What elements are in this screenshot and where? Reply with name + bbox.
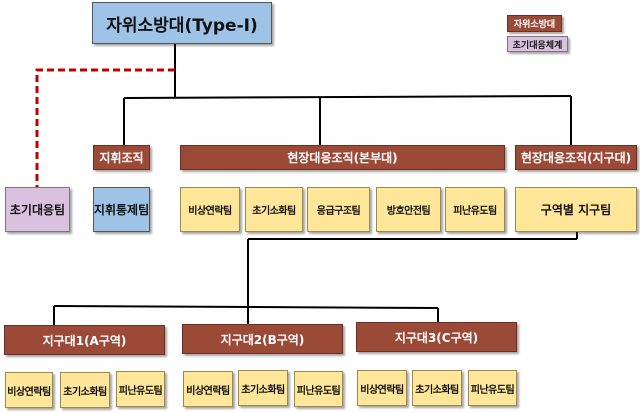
command-team-label: 지휘통제팀: [93, 203, 150, 217]
team-label: 방호안전팀: [386, 206, 431, 217]
sub-team-box: 피난유도팀: [116, 371, 165, 407]
dashed-connector: [35, 68, 175, 187]
connector: [123, 95, 572, 99]
legend-initial: 초기대응체계: [507, 36, 568, 52]
legend-main: 자위소방대: [507, 15, 562, 32]
team-label: 비상연락팀: [186, 385, 230, 397]
team-label: 비상연락팀: [188, 206, 232, 217]
hq-org-label: 현장대응조직(본부대): [287, 151, 398, 165]
hq-org-box: 현장대응조직(본부대): [180, 145, 505, 170]
team-label: 구역별 지구팀: [540, 203, 612, 217]
sub-district-label: 지구대3(C구역): [394, 330, 479, 345]
command-org-label: 지휘조직: [99, 151, 144, 165]
hq-team-box: 피난유도팀: [445, 187, 505, 232]
sub-team-box: 피난유도팀: [468, 370, 517, 406]
hq-team-box: 비상연락팀: [180, 187, 240, 232]
connector: [53, 305, 439, 309]
sub-team-box: 초기소화팀: [60, 372, 110, 408]
team-label: 피난유도팀: [453, 206, 497, 217]
sub-team-box: 비상연락팀: [183, 371, 233, 407]
sub-district-label: 지구대1(A구역): [42, 333, 127, 348]
hq-team-box: 응급구조팀: [307, 187, 370, 232]
sub-team-box: 피난유도팀: [294, 371, 343, 407]
sub-team-box: 비상연락팀: [5, 372, 53, 408]
team-label: 비상연락팀: [7, 386, 51, 398]
district-org-label: 현장대응조직(지구대): [520, 151, 632, 165]
sub-district-box: 지구대3(C구역): [356, 322, 517, 352]
legend-initial-label: 초기대응체계: [512, 40, 563, 51]
legend-main-label: 자위소방대: [513, 20, 556, 30]
sub-district-label: 지구대2(B구역): [220, 332, 305, 347]
team-label: 초기소화팀: [241, 384, 285, 396]
command-org-box: 지휘조직: [93, 145, 150, 170]
title: 자위소방대(Type-I): [106, 15, 258, 36]
team-label: 피난유도팀: [470, 384, 515, 396]
top-title-box: 자위소방대(Type-I): [92, 2, 272, 44]
initial-team-box: 초기대응팀: [5, 187, 70, 232]
initial-team-label: 초기대응팀: [9, 203, 66, 217]
team-label: 비상연락팀: [360, 384, 404, 396]
command-team-box: 지휘통제팀: [93, 187, 150, 232]
team-label: 피난유도팀: [296, 385, 341, 397]
hq-team-box: 방호안전팀: [376, 187, 441, 232]
team-label: 응급구조팀: [316, 206, 361, 217]
sub-district-box: 지구대2(B구역): [182, 324, 343, 354]
team-label: 피난유도팀: [118, 385, 163, 397]
hq-team-box: 초기소화팀: [245, 187, 303, 232]
team-label: 초기소화팀: [63, 386, 107, 398]
team-label: 초기소화팀: [252, 206, 296, 217]
team-label: 초기소화팀: [415, 384, 459, 396]
sub-district-box: 지구대1(A구역): [4, 325, 165, 355]
sub-team-box: 초기소화팀: [238, 370, 288, 406]
sub-team-box: 비상연락팀: [357, 370, 407, 406]
sub-team-box: 초기소화팀: [412, 370, 462, 406]
district-org-box: 현장대응조직(지구대): [515, 145, 637, 170]
district-team-box: 구역별 지구팀: [515, 187, 637, 232]
